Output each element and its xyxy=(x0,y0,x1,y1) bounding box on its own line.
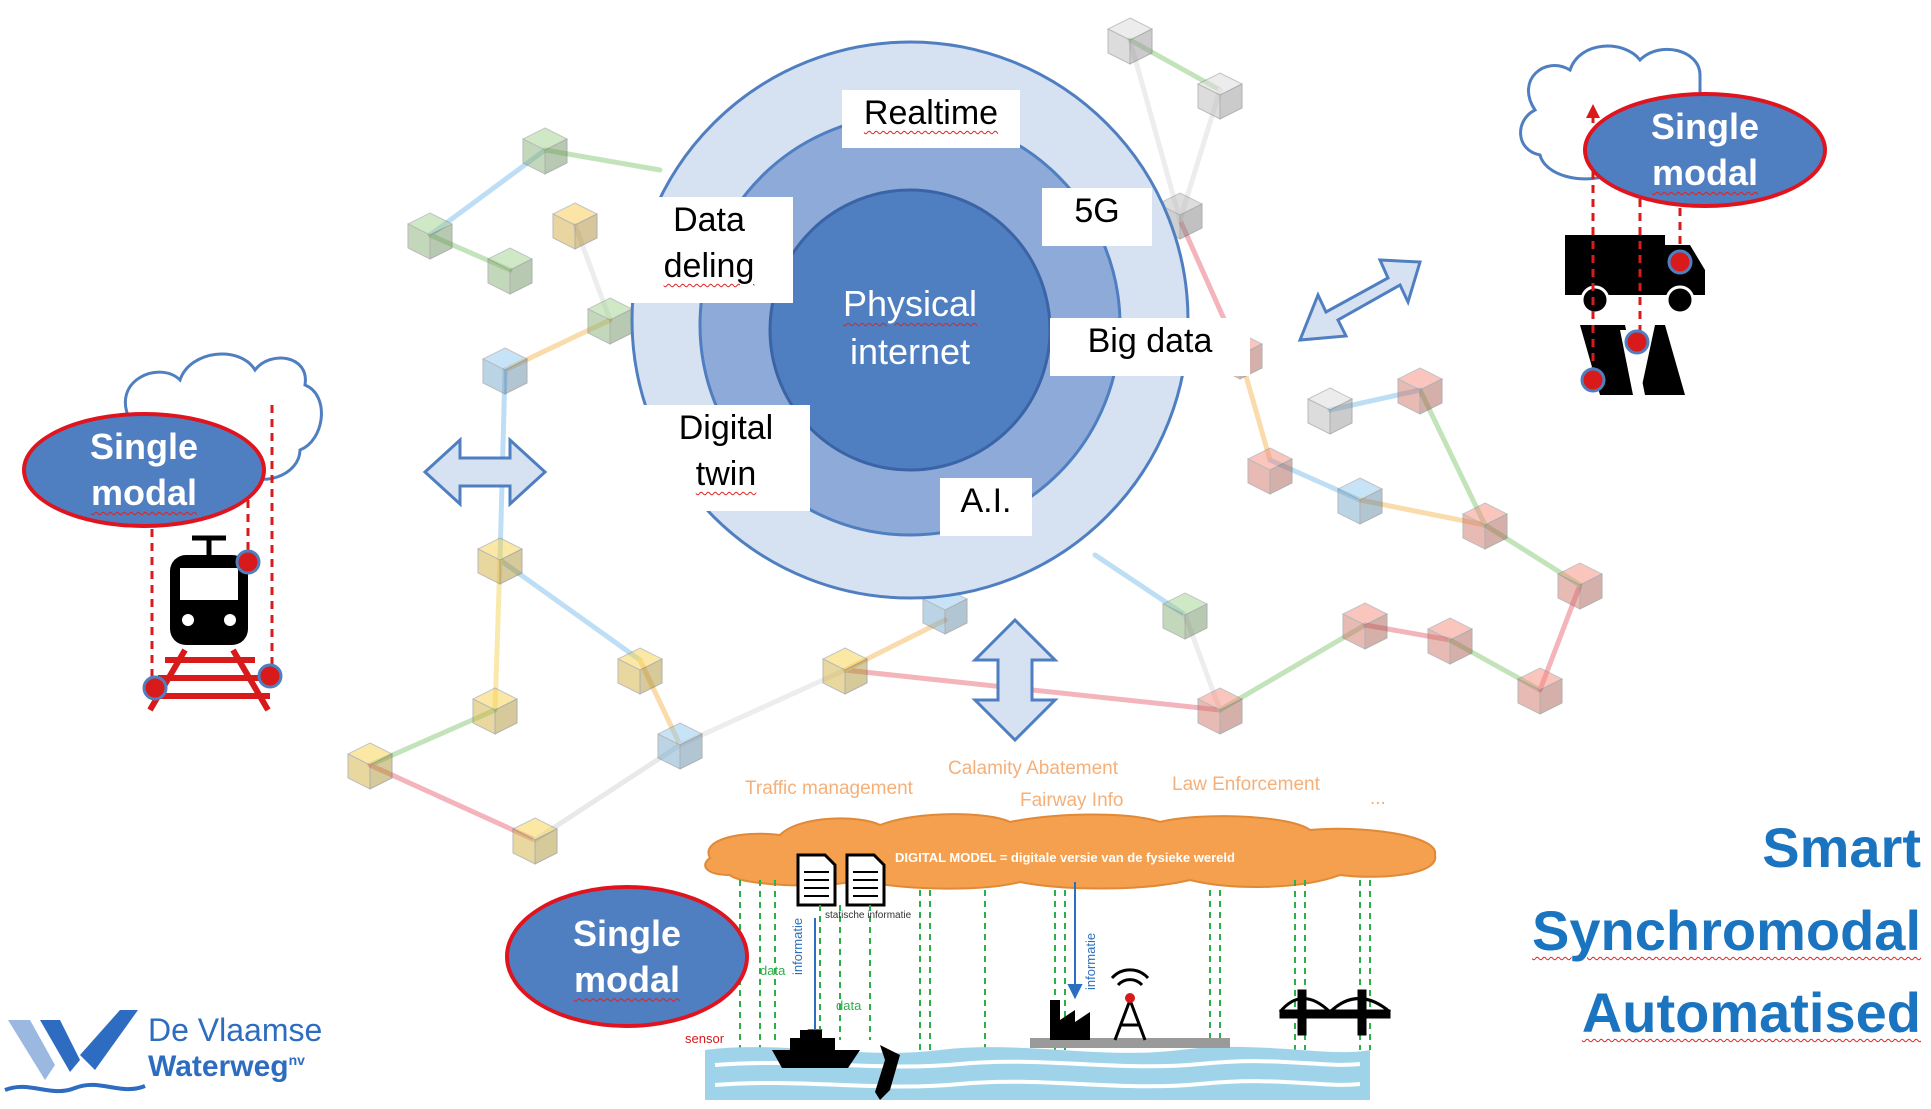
digital-twin-label: Digital twin xyxy=(642,405,810,511)
data-label-2: data xyxy=(836,998,862,1013)
traffic-management-label: Traffic management xyxy=(745,778,913,799)
sensor-lines xyxy=(739,880,1371,1100)
water xyxy=(705,1038,1370,1100)
double-arrow-left xyxy=(422,436,548,508)
logo-text: De Vlaamse Waterwegnv xyxy=(148,1012,323,1083)
single-modal-oval-left: Single modal xyxy=(22,412,266,528)
calamity-abatement-label: Calamity Abatement xyxy=(948,758,1119,779)
data-deling-label: Data deling xyxy=(625,197,793,303)
single-modal-oval-bottom: Single modal xyxy=(505,885,749,1028)
truck-icon xyxy=(1565,104,1705,395)
ellipsis-label: ... xyxy=(1370,788,1386,809)
tagline-synchromodal: Synchromodal xyxy=(1532,899,1921,962)
sensor-label: sensor xyxy=(685,1031,725,1046)
single-modal-oval-right: Single modal xyxy=(1583,92,1827,208)
digital-model-cloud xyxy=(704,813,1437,890)
tagline-smart: Smart xyxy=(1762,816,1921,879)
realtime-label: Realtime xyxy=(842,90,1020,148)
data-label-1: data xyxy=(760,963,786,978)
factory-icon xyxy=(1050,1000,1090,1040)
antenna-tower-icon xyxy=(1110,968,1150,1041)
lock-gate-icon xyxy=(875,1045,900,1100)
bridge-icon xyxy=(1278,989,1391,1036)
fairway-info-label: Fairway Info xyxy=(1020,790,1124,811)
bigdata-label: Big data xyxy=(1050,318,1250,376)
informatie-label-1: informatie xyxy=(790,917,805,975)
law-enforcement-label: Law Enforcement xyxy=(1172,774,1320,795)
ai-label: A.I. xyxy=(940,478,1032,536)
fiveg-label: 5G xyxy=(1042,188,1152,246)
static-info-label: statische informatie xyxy=(825,910,912,921)
logo-mark xyxy=(4,1010,146,1094)
ship-icon xyxy=(772,1030,860,1068)
digital-model-title: DIGITAL MODEL = digitale versie van de f… xyxy=(895,850,1235,865)
logo-suffix: nv xyxy=(288,1052,305,1068)
document-icons xyxy=(796,853,886,907)
train-icon xyxy=(142,405,283,712)
core-title: Physical internet xyxy=(842,283,978,372)
logo-line2: Waterweg xyxy=(148,1050,289,1083)
double-arrow-bottom xyxy=(971,617,1059,743)
double-arrow-right xyxy=(1297,258,1422,342)
informatie-label-2: informatie xyxy=(1083,932,1098,990)
logo-line1: De Vlaamse xyxy=(148,1012,323,1048)
tagline-automatised: Automatised xyxy=(1581,981,1921,1044)
